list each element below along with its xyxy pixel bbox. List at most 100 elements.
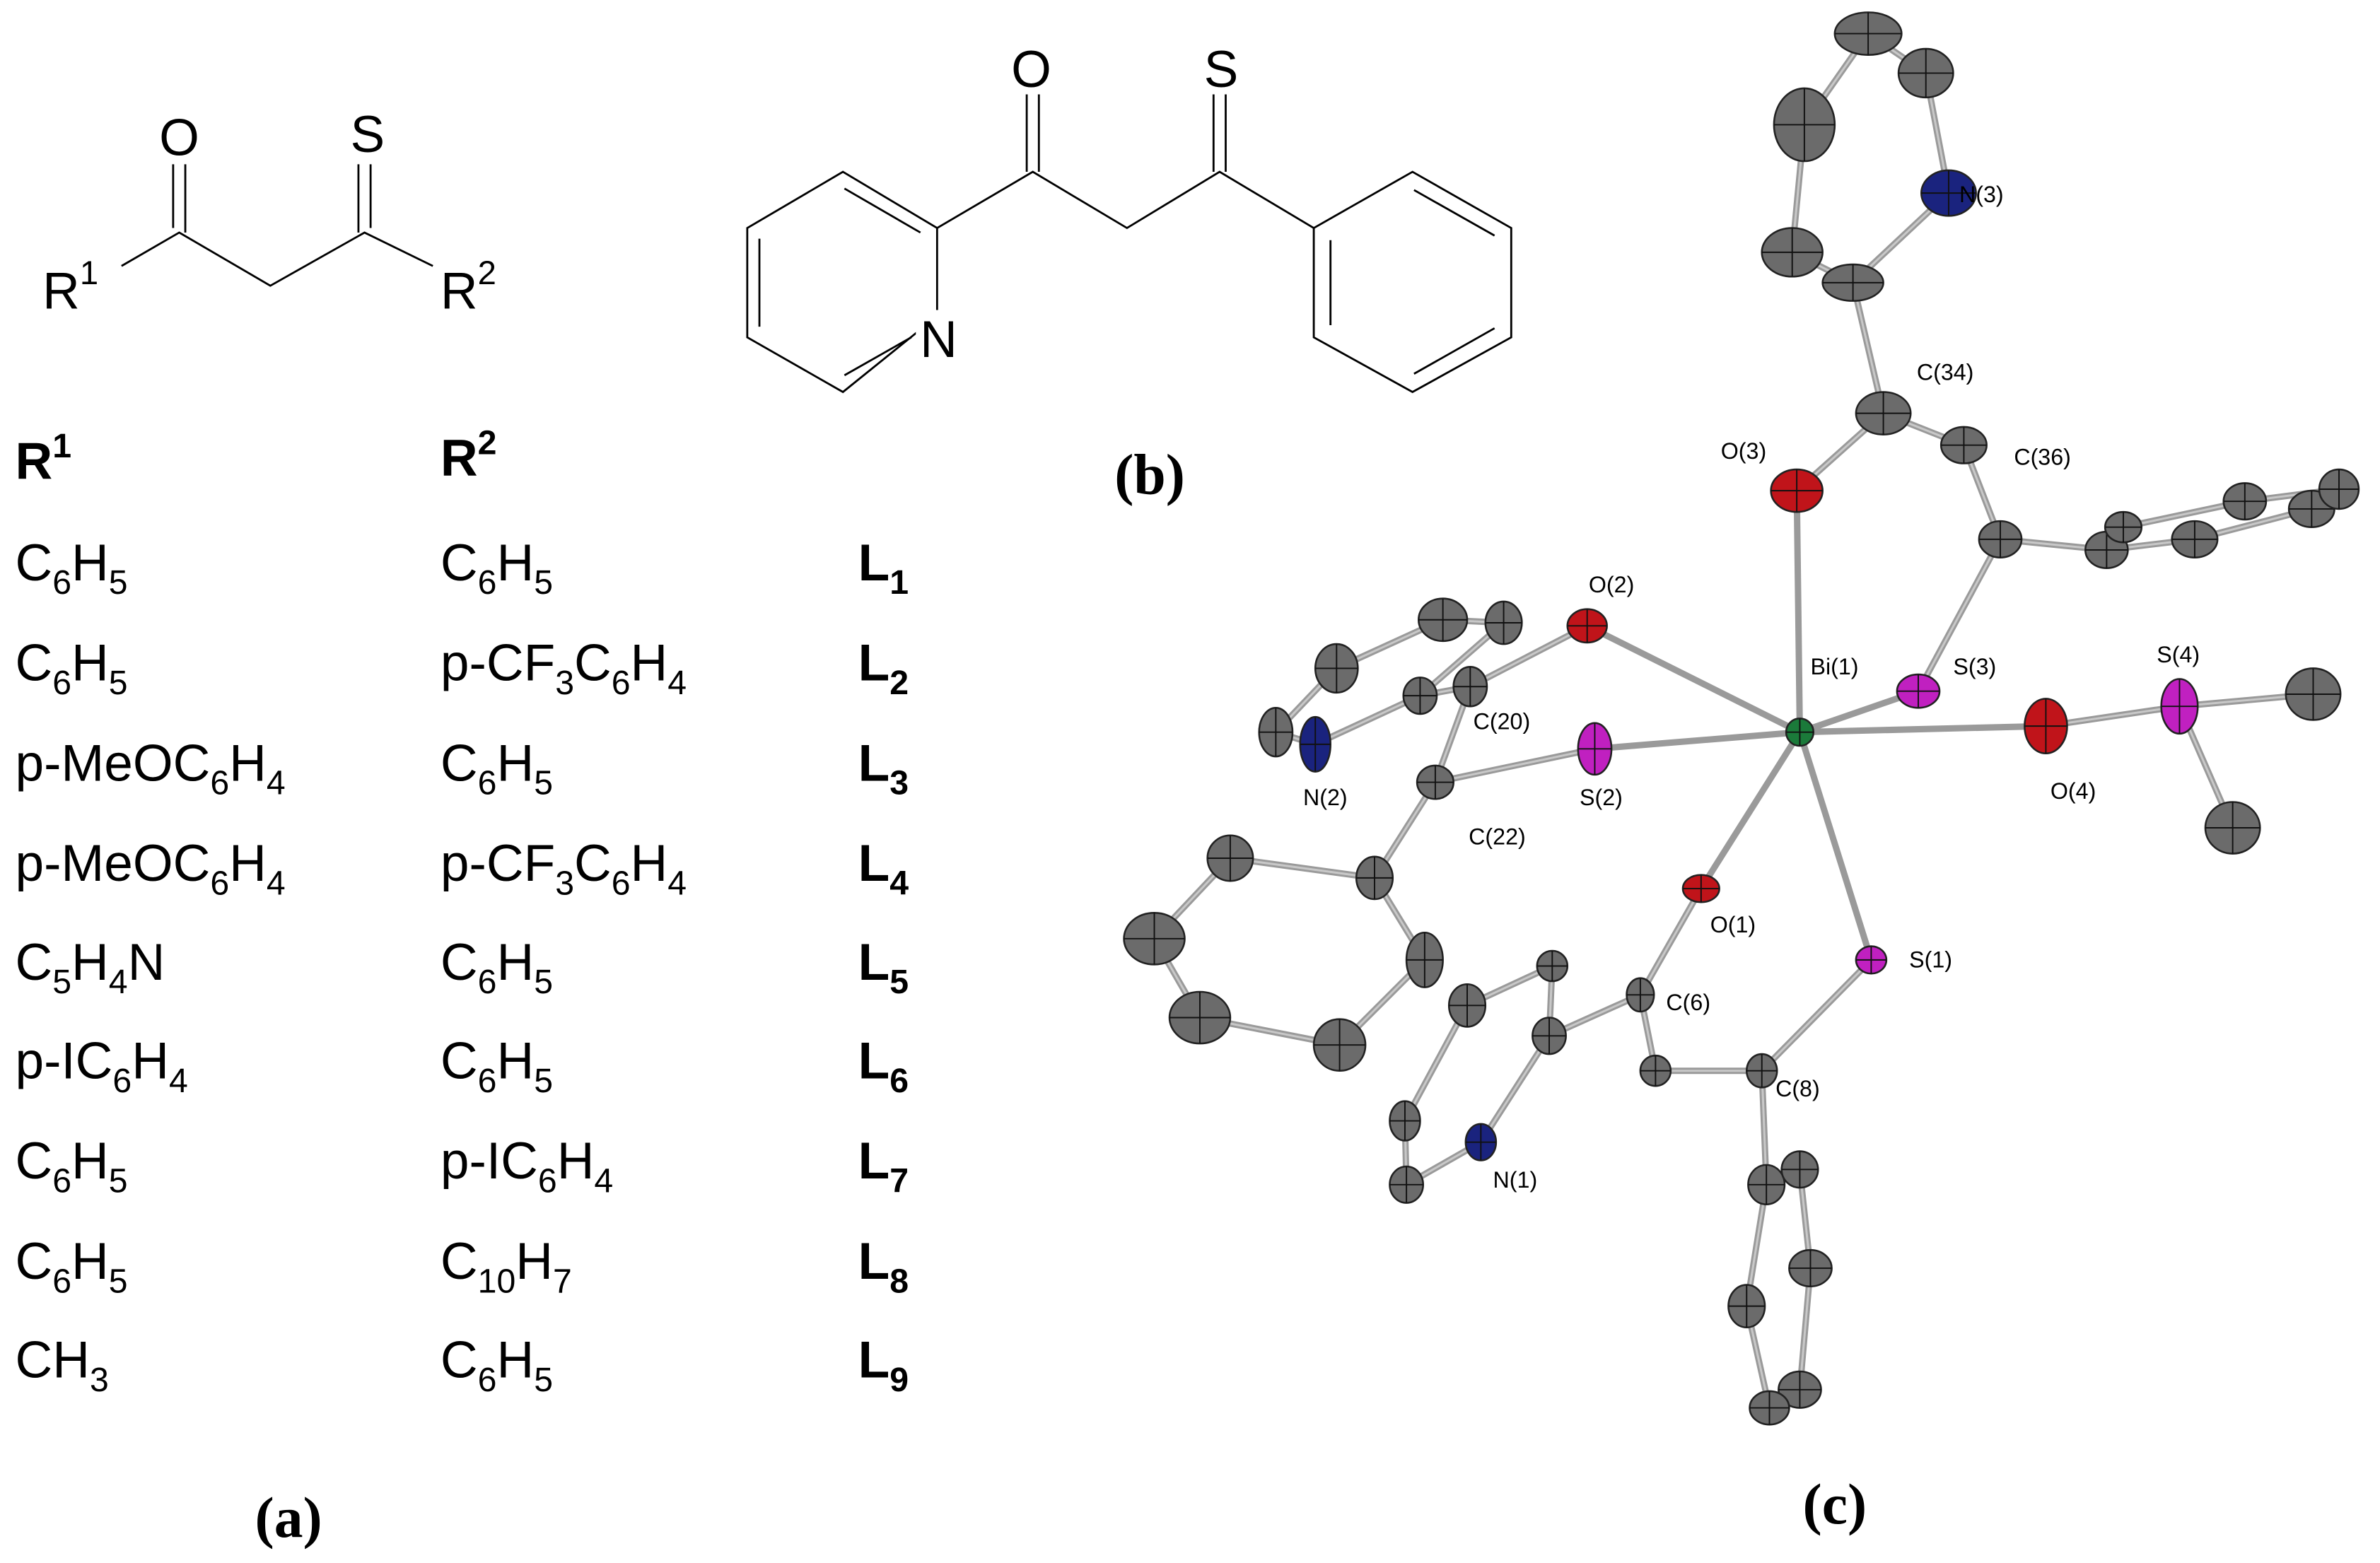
header-r1: R1: [15, 427, 71, 490]
bond-highlight: [1917, 538, 2002, 693]
atom-carbon-y3: [1447, 983, 1487, 1028]
bond-highlight: [1798, 1267, 1812, 1391]
label-n2: N(2): [1303, 785, 1348, 810]
atom-carbon-p6: [1773, 87, 1836, 163]
atom-oxygen-label: O: [159, 109, 199, 166]
atom-carbon-r5: [1312, 1018, 1367, 1072]
label-s2: S(2): [1580, 785, 1623, 810]
bond-highlight: [1761, 959, 1872, 1072]
label-n3: N(3): [1959, 182, 2004, 207]
caption-b: (b): [1114, 442, 1185, 506]
atom-carbon-c6: [1626, 977, 1655, 1013]
atom-carbon-y5: [1389, 1165, 1425, 1204]
atom-carbon-z3: [1788, 1248, 1833, 1288]
atom-nitrogen-n2: [1299, 715, 1331, 773]
r1-value: CH3: [15, 1332, 108, 1399]
label-c34: C(34): [1917, 359, 1974, 385]
ligand-id: L5: [858, 934, 909, 1001]
atom-carbon-p1: [1833, 11, 1903, 56]
bond: [1591, 729, 1803, 752]
atom-carbon-y1: [1532, 1017, 1567, 1055]
atom-nitrogen-n1: [1464, 1123, 1498, 1161]
ligand-id: L1: [858, 534, 909, 602]
bond: [1584, 622, 1803, 736]
panel-a-structure: O S R1 R2: [42, 106, 496, 320]
label-s4: S(4): [2157, 642, 2200, 667]
bond: [1796, 722, 2049, 736]
atom-carbon-ch1: [1639, 1054, 1672, 1087]
atom-oxygen-o3: [1770, 468, 1824, 513]
bond-highlight: [1314, 694, 1421, 746]
atom-carbon-c8: [1745, 1053, 1778, 1089]
atom-nitrogen-label: N: [920, 311, 957, 368]
r2-value: C6H5: [441, 1332, 553, 1399]
r2-value: C6H5: [441, 734, 553, 802]
r1-label: R1: [42, 254, 98, 320]
atom-oxygen-o1: [1681, 874, 1720, 903]
atom-carbon-z6: [1749, 1390, 1790, 1426]
table-row: C5H4N C6H5 L5: [15, 934, 909, 1001]
atom-carbon-f2: [2104, 510, 2143, 544]
r1-value: C5H4N: [15, 934, 165, 1001]
r1-value: p-MeOC6H4: [15, 835, 285, 902]
atom-carbon-r6: [1405, 931, 1444, 988]
atom-carbon-q1: [1402, 677, 1438, 715]
atom-carbon-c36: [1978, 520, 2023, 558]
bond-highlight: [1469, 624, 1589, 688]
r1-value: C6H5: [15, 635, 127, 702]
r2-label: R2: [441, 254, 496, 320]
r2-value: C6H5: [441, 934, 553, 1001]
atom-sulfur-s2: [1577, 722, 1613, 776]
atom-carbon-y2: [1536, 949, 1569, 983]
atom-carbon-z1: [1747, 1164, 1786, 1206]
bond-highlight: [2044, 705, 2181, 727]
atom-carbon-m2: [2204, 801, 2261, 855]
atom-carbon-z2: [1780, 1150, 1819, 1189]
atom-sulfur-label: S: [350, 106, 385, 163]
label-o3: O(3): [1721, 438, 1766, 464]
caption-a: (a): [255, 1485, 322, 1550]
atom-carbon-c34: [1855, 391, 1912, 435]
r1-value: C6H5: [15, 1233, 127, 1300]
r2-value: C6H5: [441, 534, 553, 602]
atom-carbon-f6: [2318, 468, 2360, 510]
r1-value: C6H5: [15, 1132, 127, 1200]
atom-carbon-p4: [1821, 263, 1884, 302]
atom-carbon-c22: [1416, 764, 1454, 800]
atom-oxygen-label: O: [1011, 41, 1051, 98]
atom-oxygen-o2: [1566, 608, 1608, 644]
atom-carbon-c20: [1452, 666, 1488, 708]
atom-carbon-q3: [1484, 600, 1523, 645]
label-o4: O(4): [2051, 778, 2096, 804]
atom-carbon-f3: [2171, 520, 2219, 558]
atom-carbon-q6: [1258, 707, 1294, 758]
label-o1: O(1): [1710, 912, 1756, 937]
r2-value: p-IC6H4: [441, 1132, 613, 1200]
atom-carbon-p5: [1761, 227, 1824, 278]
label-c8: C(8): [1775, 1076, 1820, 1101]
atom-carbon-m1: [2285, 667, 2342, 721]
atom-carbon-r1: [1355, 855, 1394, 901]
atom-sulfur-s3: [1896, 673, 1941, 709]
atom-carbon-y4: [1389, 1100, 1421, 1142]
label-c22: C(22): [1469, 824, 1526, 850]
r1-value: p-IC6H4: [15, 1032, 187, 1099]
bond-highlight: [1639, 887, 1703, 996]
label-c6: C(6): [1666, 990, 1710, 1015]
atom-carbon-r3: [1123, 912, 1186, 966]
r2-value: p-CF3C6H4: [441, 835, 687, 902]
label-s1: S(1): [1909, 947, 1952, 973]
r1-value: C6H5: [15, 534, 127, 602]
atom-nitrogen-n3: [1920, 169, 1977, 217]
atom-carbon-r2: [1206, 834, 1254, 882]
bond: [1793, 487, 1803, 736]
bond: [1796, 729, 1874, 964]
atom-carbon-z5: [1778, 1370, 1822, 1409]
